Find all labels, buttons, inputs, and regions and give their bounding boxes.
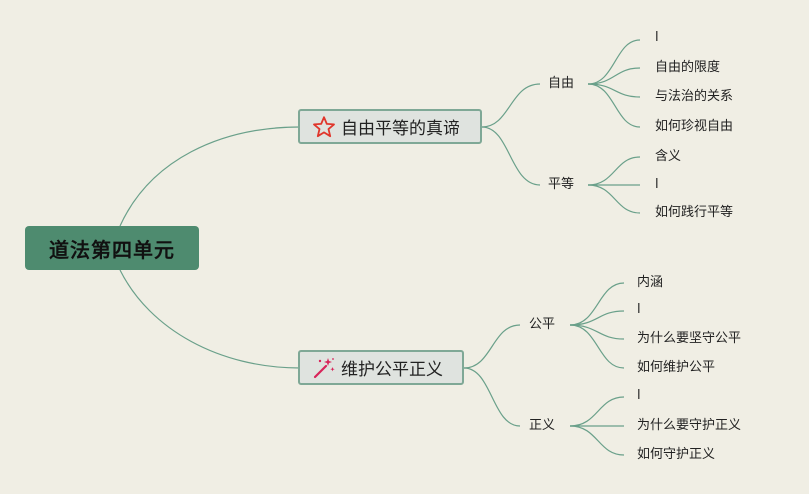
magic-wand-icon: [312, 356, 336, 380]
leaf-node[interactable]: 与法治的关系: [655, 89, 734, 104]
leaf-node[interactable]: 含义: [655, 149, 682, 164]
leaf-node[interactable]: 如何珍视自由: [655, 119, 734, 134]
root-node[interactable]: 道法第四单元: [25, 226, 199, 270]
leaf-node[interactable]: l: [655, 177, 659, 192]
topic-node-equality[interactable]: 平等: [548, 177, 575, 192]
leaf-node[interactable]: 内涵: [637, 275, 664, 290]
topic-node-justice[interactable]: 正义: [529, 418, 556, 433]
connector-topic-2-item-3: [587, 184, 641, 214]
leaf-node[interactable]: 为什么要守护正义: [637, 418, 742, 433]
leaf-node[interactable]: l: [655, 30, 659, 45]
star-icon: [312, 115, 336, 139]
leaf-node[interactable]: 如何守护正义: [637, 447, 716, 462]
connector-branch-1-topic-2: [481, 126, 541, 186]
connector-topic-3-item-2: [569, 310, 625, 326]
branch-node-label: 维护公平正义: [341, 360, 443, 380]
leaf-node[interactable]: 自由的限度: [655, 60, 721, 75]
connector-topic-3-item-4: [569, 324, 625, 369]
connector-root-branch-1: [119, 126, 301, 227]
connector-branch-1-topic-1: [481, 83, 541, 128]
leaf-node[interactable]: l: [637, 302, 641, 317]
connector-topic-2-item-1: [587, 156, 641, 186]
connector-topic-4-item-3: [569, 425, 625, 456]
connector-topic-3-item-3: [569, 324, 625, 340]
leaf-node[interactable]: 如何维护公平: [637, 360, 716, 375]
root-node-label: 道法第四单元: [49, 237, 175, 262]
connector-branch-2-topic-2: [463, 367, 521, 427]
topic-node-freedom[interactable]: 自由: [548, 76, 575, 91]
connector-branch-2-topic-1: [463, 324, 521, 369]
connector-topic-3-item-1: [569, 282, 625, 326]
topic-node-fairness[interactable]: 公平: [529, 317, 556, 332]
leaf-node[interactable]: l: [637, 388, 641, 403]
leaf-node[interactable]: 如何践行平等: [655, 205, 734, 220]
branch-node-label: 自由平等的真谛: [341, 119, 460, 139]
connector-topic-1-item-4: [587, 83, 641, 128]
branch-node-freedom-equality[interactable]: 自由平等的真谛: [298, 109, 482, 144]
branch-node-fairness-justice[interactable]: 维护公平正义: [298, 350, 464, 385]
connector-topic-1-item-2: [587, 67, 641, 85]
connector-topic-1-item-3: [587, 83, 641, 98]
leaf-node[interactable]: 为什么要坚守公平: [637, 331, 742, 346]
connector-root-branch-2: [119, 269, 301, 369]
connector-topic-1-item-1: [587, 39, 641, 85]
connector-topic-4-item-1: [569, 396, 625, 427]
